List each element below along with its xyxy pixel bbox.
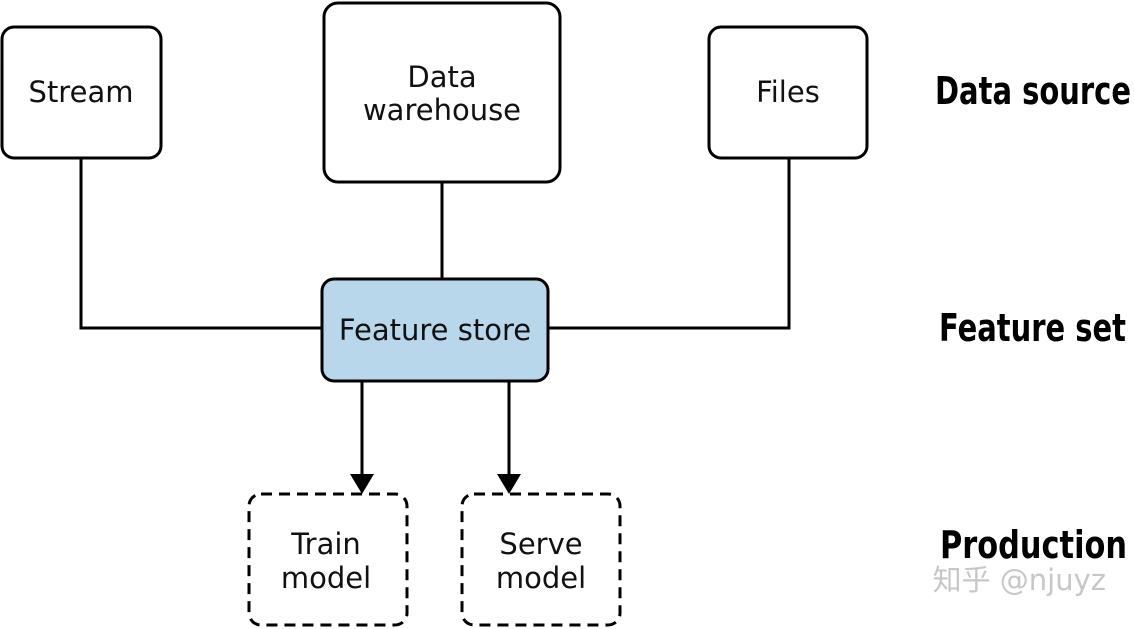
serve-arrowhead (497, 474, 521, 494)
tier-label-production: Production (940, 523, 1127, 567)
watermark-text: 知乎 @njuyz (933, 563, 1106, 597)
files-connector (548, 158, 791, 330)
train-model-label-line1: Train (290, 527, 361, 561)
files-source: Files (707, 25, 869, 160)
data-warehouse-source: Data warehouse (322, 1, 562, 184)
serve-model-label-line2: model (496, 561, 586, 595)
train-model-box (247, 492, 409, 627)
files-box (707, 25, 869, 160)
stream-label: Stream (29, 75, 134, 109)
data-warehouse-box (322, 1, 562, 184)
data-warehouse-label-line1: Data (407, 60, 476, 94)
feature-store-box (320, 277, 550, 383)
tier-label-feature-set: Feature set (939, 306, 1126, 350)
serve-model-node: Serve model (460, 492, 622, 627)
stream-connector (79, 158, 322, 330)
feature-store-node: Feature store (320, 277, 550, 383)
train-model-node: Train model (247, 492, 409, 627)
train-arrowhead (350, 474, 374, 494)
train-model-label-line2: model (281, 561, 371, 595)
feature-store-label: Feature store (339, 313, 531, 347)
tier-label-data-source: Data source (935, 69, 1131, 113)
data-warehouse-label-line2: warehouse (363, 93, 521, 127)
stream-box (0, 25, 163, 160)
serve-model-label-line1: Serve (499, 527, 582, 561)
serve-model-box (460, 492, 622, 627)
files-label: Files (756, 75, 820, 109)
stream-source: Stream (0, 25, 163, 160)
